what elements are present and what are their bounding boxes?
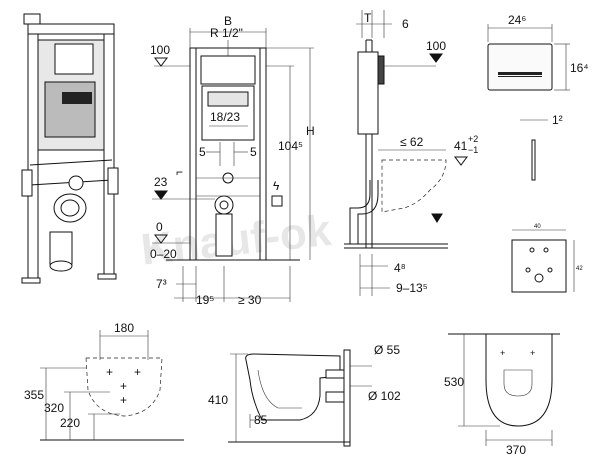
level-100-front: 100 <box>150 43 170 57</box>
foot-left <box>21 277 41 284</box>
cross-mark-1: + <box>106 365 113 379</box>
bowl-front-view: + + + + 180 355 320 220 <box>24 321 184 441</box>
dim-H: H <box>306 124 315 138</box>
dim-320: 320 <box>44 401 64 415</box>
bowl-panel-outline <box>511 239 567 293</box>
dim-dia-102: Ø 102 <box>368 389 401 403</box>
bowl-side-wall <box>343 349 351 447</box>
cross-mark-4: + <box>120 393 127 407</box>
bracket-right <box>107 167 119 195</box>
dim-ge-30: ≥ 30 <box>238 293 262 307</box>
dim-410: 410 <box>208 393 228 407</box>
front-cistern-opening <box>200 55 256 85</box>
range-0-20: 0–20 <box>150 247 177 261</box>
level-marker-41 <box>454 156 468 166</box>
bowl-top-outline <box>485 333 553 427</box>
front-actuator-area <box>207 91 249 107</box>
side-actuator-plate <box>377 55 385 85</box>
dim-370: 370 <box>506 443 526 457</box>
side-wc-bowl-outline <box>381 159 447 213</box>
water-connection <box>68 175 84 191</box>
actuator-button-bar <box>498 72 542 75</box>
level-marker-0 <box>154 234 168 244</box>
dim-B: B <box>224 14 232 28</box>
drain-bend-inner <box>60 199 80 217</box>
dim-41: 41 <box>454 139 468 153</box>
panel-width-dim: 40 <box>534 224 541 230</box>
dim-4-8: 4⁸ <box>394 261 406 275</box>
level-marker-100-side <box>429 53 443 63</box>
dim-104-5: 104⁵ <box>278 139 303 153</box>
dim-355: 355 <box>24 388 44 402</box>
plate-thickness-dim: 1² <box>552 113 563 127</box>
dim-180: 180 <box>114 321 134 335</box>
level-0: 0 <box>156 220 163 234</box>
bracket-left <box>21 169 33 197</box>
side-drain-pipe <box>349 180 371 244</box>
dim-9-13-5: 9–13⁵ <box>396 281 428 295</box>
level-23: 23 <box>154 175 168 189</box>
dim-le-62: ≤ 62 <box>400 135 424 149</box>
lightning-icon: ϟ <box>273 179 280 193</box>
top-fixing-clamp <box>23 13 41 25</box>
frame-side-view: T 6 100 ≤ 62 41 +2 −1 4⁸ 9–13⁵ <box>344 10 478 296</box>
dim-85: 85 <box>254 413 268 427</box>
dim-18-23: 18/23 <box>210 110 240 124</box>
bowl-top-view: + + 530 370 <box>444 333 560 457</box>
frame-top-rail <box>27 23 115 35</box>
frame-front-view: B R 1/2" 100 18/23 5 5 23 0 0–20 H 104⁵ <box>150 14 315 307</box>
bowl-top-seat <box>503 369 533 397</box>
level-marker-23 <box>154 190 168 200</box>
foot-right <box>97 273 117 280</box>
cistern-inner-block <box>44 81 96 138</box>
cross-mark-3: + <box>120 379 127 393</box>
drain-pipe-end <box>49 260 73 272</box>
panel-height-dim: 42 <box>576 266 583 272</box>
level-marker-floor-side <box>431 213 443 223</box>
dim-19-5: 19⁵ <box>196 293 214 307</box>
level-marker-100-front <box>154 57 168 67</box>
dim-T: T <box>364 11 372 25</box>
cross-mark-2: + <box>134 365 141 379</box>
dim-41-tol-plus: +2 <box>468 134 478 144</box>
dim-7-3: 7³ <box>156 277 167 291</box>
cistern-logo-plate <box>62 92 92 104</box>
cross-mark-top-2: + <box>530 348 535 358</box>
faucet-icon: ⌐ <box>176 165 183 179</box>
plate-width-dim: 24⁶ <box>508 13 526 27</box>
cistern-service-opening <box>54 43 94 75</box>
level-100-side: 100 <box>426 39 446 53</box>
dim-R-half-inch: R 1/2" <box>210 26 243 40</box>
bowl-side-outline <box>245 353 341 421</box>
dim-5-right: 5 <box>250 145 257 159</box>
dim-41-tol-minus: −1 <box>468 145 478 155</box>
plate-side-profile <box>531 139 536 181</box>
frame-isometric-view <box>21 13 119 284</box>
actuator-plate-view: 24⁶ 16⁴ 1² <box>487 13 589 181</box>
watermark: Knauf-ok <box>139 206 334 275</box>
dim-6: 6 <box>402 17 409 31</box>
electrical-socket-box <box>271 195 283 207</box>
side-cistern <box>357 51 379 135</box>
cross-mark-top-1: + <box>500 348 505 358</box>
front-drain-pipe <box>215 213 233 257</box>
actuator-plate <box>487 43 553 91</box>
dim-5-left: 5 <box>199 145 206 159</box>
frame-crossbar-1 <box>29 159 113 166</box>
frame-left-post <box>27 27 39 279</box>
dim-220: 220 <box>60 416 80 430</box>
frame-right-post <box>103 23 115 275</box>
dim-dia-55: Ø 55 <box>374 343 400 357</box>
plate-height-dim: 16⁴ <box>570 61 589 75</box>
drain-pipe-lower <box>49 231 73 265</box>
bowl-panel-view: 40 42 <box>511 224 583 293</box>
bowl-front-dashed-outline <box>85 357 163 417</box>
bowl-side-view: 410 85 Ø 55 Ø 102 <box>208 343 401 447</box>
dim-530: 530 <box>444 375 464 389</box>
bowl-side-connector <box>325 369 345 379</box>
